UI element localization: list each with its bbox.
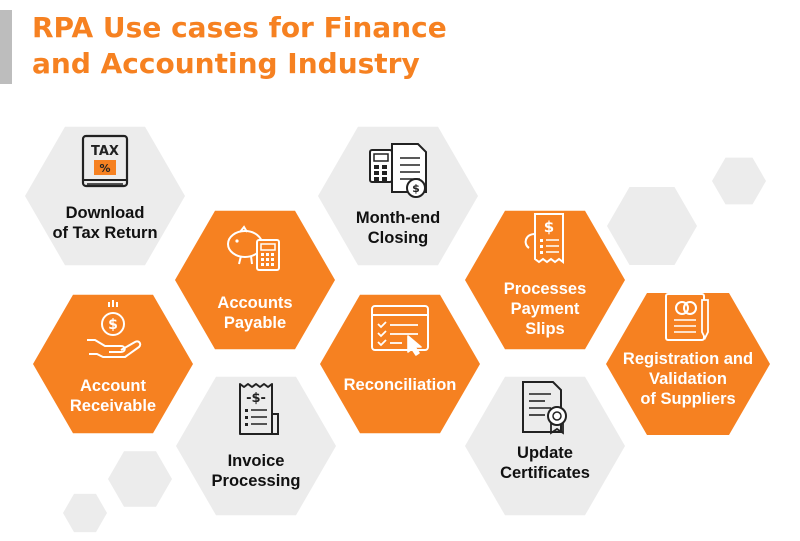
- title-accent-bar: [0, 10, 12, 84]
- hexagon-tile: [175, 210, 335, 350]
- use-case-label-line: Receivable: [70, 397, 156, 415]
- use-case-label-line: Certificates: [500, 464, 590, 482]
- svg-text:$: $: [544, 218, 554, 236]
- hexagon-tile: [320, 294, 480, 434]
- hexagon-tile: [465, 376, 625, 516]
- use-case-label-line: Account: [80, 377, 147, 395]
- use-case-label: Reconciliation: [344, 376, 457, 394]
- use-case-label-line: Validation: [649, 370, 727, 388]
- use-case-label: Download of Tax Return: [52, 204, 157, 242]
- svg-text:$: $: [108, 317, 118, 333]
- hexagon-tile: [606, 293, 770, 435]
- use-case-label-line: Month-end: [356, 209, 440, 227]
- use-case-reconciliation: Reconciliation: [320, 294, 480, 434]
- use-case-label-line: Invoice: [228, 452, 285, 470]
- decorative-hexagon: [712, 157, 766, 205]
- use-case-label-line: Slips: [525, 320, 564, 338]
- tax-document-icon: TAX%: [81, 134, 129, 188]
- use-case-label-line: Registration and: [623, 350, 753, 368]
- svg-text:$: $: [412, 182, 420, 195]
- svg-text:%: %: [99, 162, 110, 175]
- decorative-hexagon: [607, 187, 697, 265]
- decorative-hexagon: [63, 493, 107, 533]
- certificate-icon: [522, 381, 567, 435]
- use-case-label-line: Payment: [511, 300, 580, 318]
- use-case-label-line: Processing: [212, 472, 301, 490]
- use-case-label-line: Update: [517, 444, 573, 462]
- hexagon-tile: [318, 126, 478, 266]
- use-case-label-line: of Tax Return: [52, 224, 157, 242]
- svg-text:TAX: TAX: [91, 144, 119, 159]
- certificate-pen-icon: [665, 293, 709, 341]
- use-case-label-line: of Suppliers: [640, 390, 735, 408]
- page-title-line-1: RPA Use cases for Finance: [32, 11, 447, 44]
- use-case-label-line: Processes: [504, 280, 587, 298]
- hand-coin-icon: $: [87, 300, 142, 358]
- use-case-download-of-tax-return: TAX% Download of Tax Return: [25, 126, 185, 266]
- checklist-browser-icon: [371, 305, 429, 356]
- hexagon-tile: [25, 126, 185, 266]
- use-case-label-line: Payable: [224, 314, 286, 332]
- svg-text:-$-: -$-: [246, 391, 266, 406]
- use-case-label-line: Download: [66, 204, 145, 222]
- page-title: RPA Use cases for Finance and Accounting…: [32, 10, 447, 82]
- hexagon-tile: [176, 376, 336, 516]
- piggy-bank-calculator-icon: [227, 225, 280, 271]
- page-title-line-2: and Accounting Industry: [32, 47, 420, 80]
- payment-receipt-icon: $: [524, 213, 564, 264]
- use-case-label-line: Reconciliation: [344, 376, 457, 394]
- hexagon-tile: [33, 294, 193, 434]
- decorative-hexagon: [108, 451, 172, 507]
- use-case-label-line: Closing: [368, 229, 429, 247]
- hexagon-tile: [465, 210, 625, 350]
- use-case-label-line: Accounts: [217, 294, 292, 312]
- calculator-document-icon: $: [369, 143, 427, 198]
- invoice-icon: -$-: [239, 383, 279, 435]
